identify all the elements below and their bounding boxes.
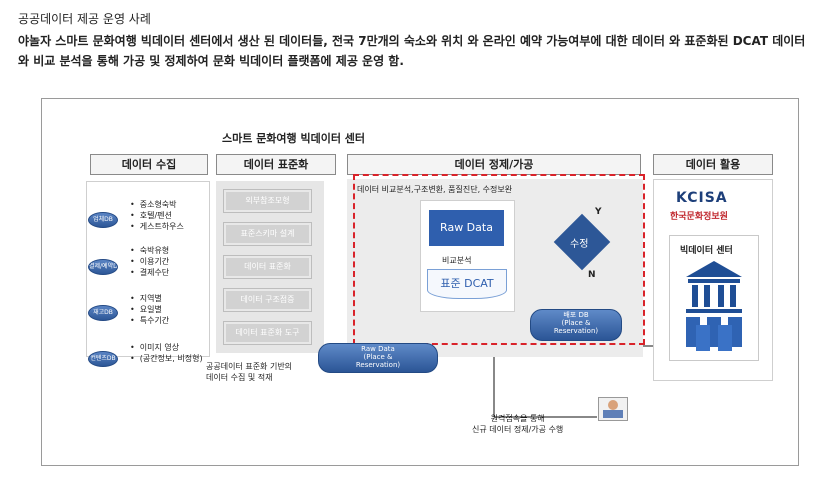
architecture-diagram: 스마트 문화여행 빅데이터 센터 데이터 수집 데이터 표준화 데이터 정제/가… [41,98,799,466]
refine-dashed-boundary [353,174,645,345]
remote-user-icon [598,397,628,421]
db-cylinder: 재고DB [88,305,118,321]
list-item: 요일별 [130,304,169,315]
db-cylinder: 결제/예약DB [88,259,118,275]
raw-data-cylinder: Raw Data (Place & Reservation) [318,343,438,373]
decision-label: 수정 [570,239,589,250]
standardize-step: 외부참조모형 [223,189,312,213]
list-item: 숙박유형 [130,245,169,256]
bigdata-center-label: 빅데이터 센터 [680,246,733,256]
section-collect-header: 데이터 수집 [90,154,208,175]
standardize-panel: 외부참조모형 표준스키마 설계 데이터 표준화 데이터 구조점증 데이터 표준화… [216,181,324,353]
center-title: 스마트 문화여행 빅데이터 센터 [222,132,366,145]
collect-caption: 공공데이터 표준화 기반의 데이터 수집 및 적재 [206,361,292,383]
yes-label: Y [595,207,602,217]
list-item: 이용기간 [130,256,169,267]
dcat-document: 표준 DCAT [427,269,507,299]
list-item: 결제수단 [130,267,169,278]
section-standardize-header: 데이터 표준화 [216,154,336,175]
laptop-icon [603,410,623,418]
raw-data-box: Raw Data [429,210,504,246]
compare-label: 비교분석 [442,256,472,265]
person-head-icon [608,400,618,410]
standardize-step: 데이터 표준화 [223,255,312,279]
section-refine-header: 데이터 정제/가공 [347,154,641,175]
section-use-header: 데이터 활용 [653,154,773,175]
datacenter-icon [686,261,742,351]
no-label: N [588,270,596,280]
kcisa-logo: KCISA [676,190,728,206]
list-item: 호텔/펜션 [130,210,184,221]
list-item: 게스트하우스 [130,221,184,232]
collect-list: 이미지 영상 (공간정보, 비정형) [130,342,203,364]
list-item: 지역별 [130,293,169,304]
standardize-step: 표준스키마 설계 [223,222,312,246]
list-item: 이미지 영상 [130,342,203,353]
list-item: 특수기간 [130,315,169,326]
page-description: 야놀자 스마트 문화여행 빅데이터 센터에서 생산 된 데이터들, 전국 7만개… [18,34,806,68]
collect-list: 숙박유형 이용기간 결제수단 [130,245,169,278]
standardize-step: 데이터 표준화 도구 [223,321,312,345]
deploy-db-cylinder: 배포 DB (Place & Reservation) [530,309,622,341]
collect-caption-text: 공공데이터 표준화 기반의 데이터 수집 및 적재 [206,362,293,382]
collect-list: 지역별 요일별 특수기간 [130,293,169,326]
list-item: (공간정보, 비정형) [130,353,203,364]
db-cylinder: 업체DB [88,212,118,228]
refine-note: 데이터 비교분석,구조변환, 품질진단, 수정보완 [357,185,513,194]
collect-list: 중소형숙박 호텔/펜션 게스트하우스 [130,199,184,232]
list-item: 중소형숙박 [130,199,184,210]
kcisa-name: 한국문화정보원 [670,212,728,222]
standardize-step: 데이터 구조점증 [223,288,312,312]
db-cylinder: 컨텐츠DB [88,351,118,367]
remote-caption: 원격접속을 통해 신규 데이터 정제/가공 수행 [472,414,564,434]
page-heading: 공공데이터 제공 운영 사례 [18,12,151,26]
